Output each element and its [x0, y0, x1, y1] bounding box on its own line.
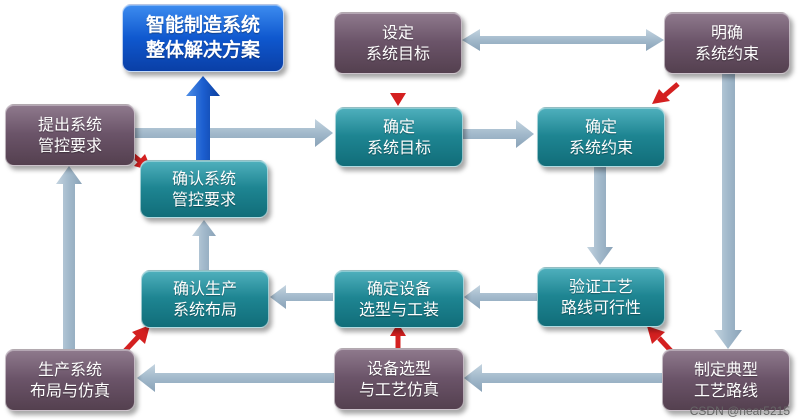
box-confirm-control-requirements-label: 确认系统 管控要求 — [171, 169, 236, 209]
box-typical-route: 制定典型 工艺路线 — [662, 349, 790, 411]
arrow-control-to-solution — [186, 76, 220, 160]
box-confirm-constraints-label: 确定 系统约束 — [568, 117, 633, 157]
arrow-goal-constraint-bidirectional — [462, 29, 664, 51]
box-confirm-goal-label: 确定 系统目标 — [366, 117, 431, 157]
arrow-layout-to-control — [192, 220, 216, 270]
box-confirm-equipment: 确定设备 选型与工装 — [334, 270, 464, 328]
arrow-clarify-to-typical-route — [714, 70, 742, 349]
watermark: CSDN @near5215 — [689, 404, 790, 418]
box-overall-solution-label: 智能制造系统 整体解决方案 — [145, 14, 260, 61]
box-propose-requirements: 提出系统 管控要求 — [5, 104, 135, 166]
box-layout-simulation: 生产系统 布局与仿真 — [5, 349, 135, 411]
arrow-goal-to-constraints — [463, 120, 534, 148]
arrow-layout-sim-to-confirm-layout — [122, 325, 150, 354]
arrow-set-goal-to-confirm-goal — [390, 77, 406, 106]
arrow-typical-route-to-verify — [647, 326, 674, 354]
box-confirm-constraints: 确定 系统约束 — [537, 107, 665, 167]
box-verify-route: 验证工艺 路线可行性 — [537, 267, 665, 327]
arrow-requirements-to-goal — [135, 119, 333, 147]
box-equipment-simulation-label: 设备选型 与工艺仿真 — [358, 359, 439, 399]
box-propose-requirements-label: 提出系统 管控要求 — [37, 115, 102, 155]
box-confirm-layout: 确认生产 系统布局 — [141, 270, 269, 328]
box-overall-solution: 智能制造系统 整体解决方案 — [122, 4, 284, 72]
box-set-goal-label: 设定 系统目标 — [365, 23, 430, 63]
box-confirm-control-requirements: 确认系统 管控要求 — [140, 160, 268, 218]
box-verify-route-label: 验证工艺 路线可行性 — [560, 277, 641, 317]
box-confirm-goal: 确定 系统目标 — [335, 107, 463, 167]
arrow-constraints-to-verify — [587, 167, 613, 265]
box-typical-route-label: 制定典型 工艺路线 — [693, 360, 758, 400]
arrow-equipment-to-layout — [270, 285, 333, 309]
box-equipment-simulation: 设备选型 与工艺仿真 — [334, 348, 464, 410]
box-clarify-constraints: 明确 系统约束 — [664, 12, 790, 74]
box-layout-simulation-label: 生产系统 布局与仿真 — [29, 360, 110, 400]
arrow-layout-sim-to-requirements — [56, 166, 82, 349]
box-confirm-equipment-label: 确定设备 选型与工装 — [358, 279, 439, 319]
arrow-route-to-simulation — [464, 364, 662, 392]
box-confirm-layout-label: 确认生产 系统布局 — [172, 279, 237, 319]
box-set-goal: 设定 系统目标 — [334, 12, 462, 74]
arrow-equipment-sim-to-confirm-equipment — [390, 323, 406, 348]
box-clarify-constraints-label: 明确 系统约束 — [694, 23, 759, 63]
arrow-clarify-to-confirm-constraints — [652, 82, 680, 104]
arrow-verify-to-equipment — [464, 285, 537, 309]
arrow-simulation-to-layout-sim — [137, 364, 334, 392]
